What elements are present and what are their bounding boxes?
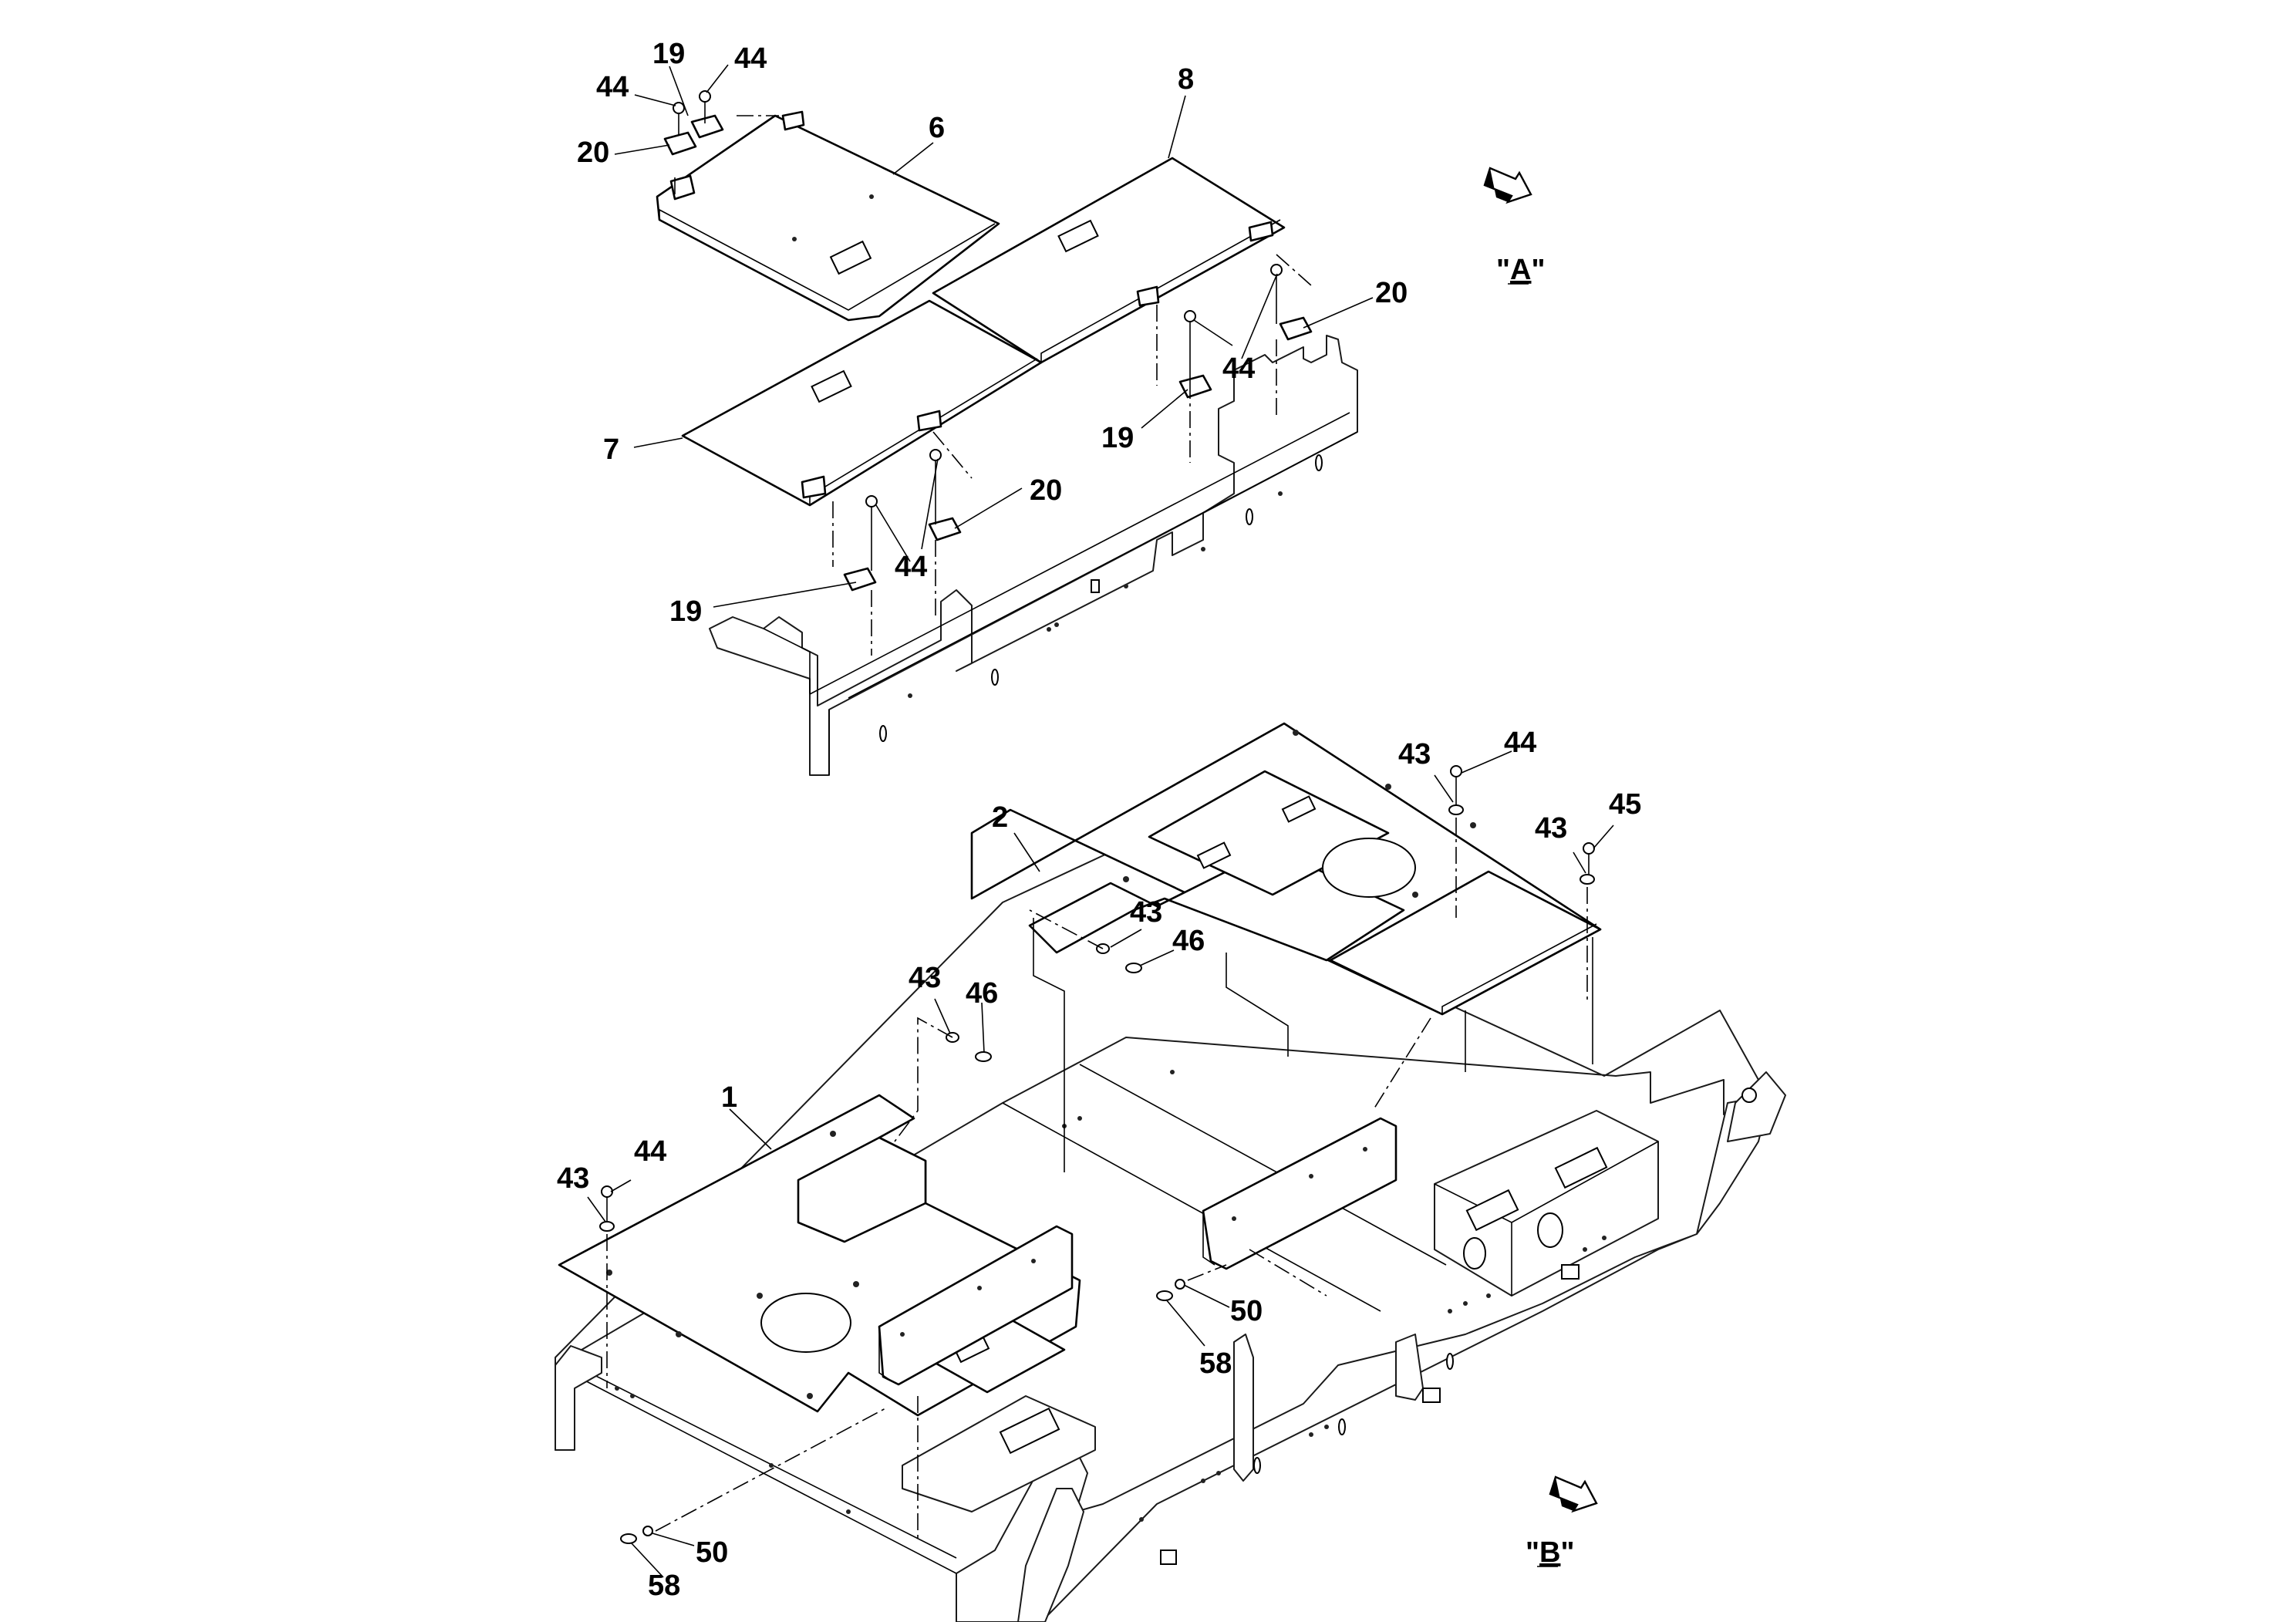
assembly-lines-upper xyxy=(674,115,1312,656)
callout-43: 43 xyxy=(1535,812,1567,845)
callout-19: 19 xyxy=(1101,422,1134,454)
plate-2 xyxy=(970,722,1602,1016)
assembly-lines-lower xyxy=(606,818,1588,1543)
callout-19: 19 xyxy=(652,38,685,70)
callout-44: 44 xyxy=(895,551,927,583)
callout-20: 20 xyxy=(577,137,609,169)
view-direction-arrow-icon xyxy=(1483,167,1598,1513)
plate-8 xyxy=(932,157,1286,364)
callout-44: 44 xyxy=(1504,727,1536,759)
callout-1: 1 xyxy=(721,1081,737,1114)
callout-46: 46 xyxy=(966,977,998,1010)
callout-46: 46 xyxy=(1172,925,1205,957)
callout-43: 43 xyxy=(1398,738,1431,771)
callout-43: 43 xyxy=(1130,896,1162,929)
view-letter-b: B xyxy=(1539,1536,1560,1569)
callout-2: 2 xyxy=(992,801,1008,834)
callout-50: 50 xyxy=(1230,1295,1263,1327)
callout-6: 6 xyxy=(929,112,945,144)
callout-7: 7 xyxy=(603,433,619,466)
callout-44: 44 xyxy=(596,71,629,103)
bracket-left-channel xyxy=(878,1225,1074,1386)
callout-44: 44 xyxy=(634,1135,666,1168)
svg-text:"B": "B" xyxy=(1526,1536,1575,1569)
callout-19: 19 xyxy=(669,595,702,628)
callout-labels: 19 44 44 20 6 8 20 44 19 7 20 44 19 2 43… xyxy=(557,38,1641,1602)
view-label-a: "A" xyxy=(1496,254,1546,286)
plate-2-underside xyxy=(1033,918,1593,1172)
callout-20: 20 xyxy=(1375,277,1408,309)
callout-43: 43 xyxy=(909,962,941,994)
svg-text:"A": "A" xyxy=(1496,254,1546,286)
callout-58: 58 xyxy=(1199,1347,1232,1380)
view-letter-a: A xyxy=(1510,254,1531,286)
bracket-right-channel xyxy=(1202,1117,1397,1270)
callout-8: 8 xyxy=(1178,63,1194,96)
plate-7 xyxy=(681,299,1043,507)
leader-lines xyxy=(587,64,1614,1578)
callout-20: 20 xyxy=(1030,474,1062,507)
upper-frame-side-rail xyxy=(709,335,1358,776)
callout-44: 44 xyxy=(1222,352,1255,385)
callout-58: 58 xyxy=(648,1570,680,1602)
view-label-b: "B" xyxy=(1526,1536,1575,1569)
callout-50: 50 xyxy=(696,1536,728,1569)
fasteners-lower xyxy=(599,765,1595,1544)
callout-44: 44 xyxy=(734,42,767,75)
callout-43: 43 xyxy=(557,1162,589,1195)
callout-45: 45 xyxy=(1609,788,1641,821)
